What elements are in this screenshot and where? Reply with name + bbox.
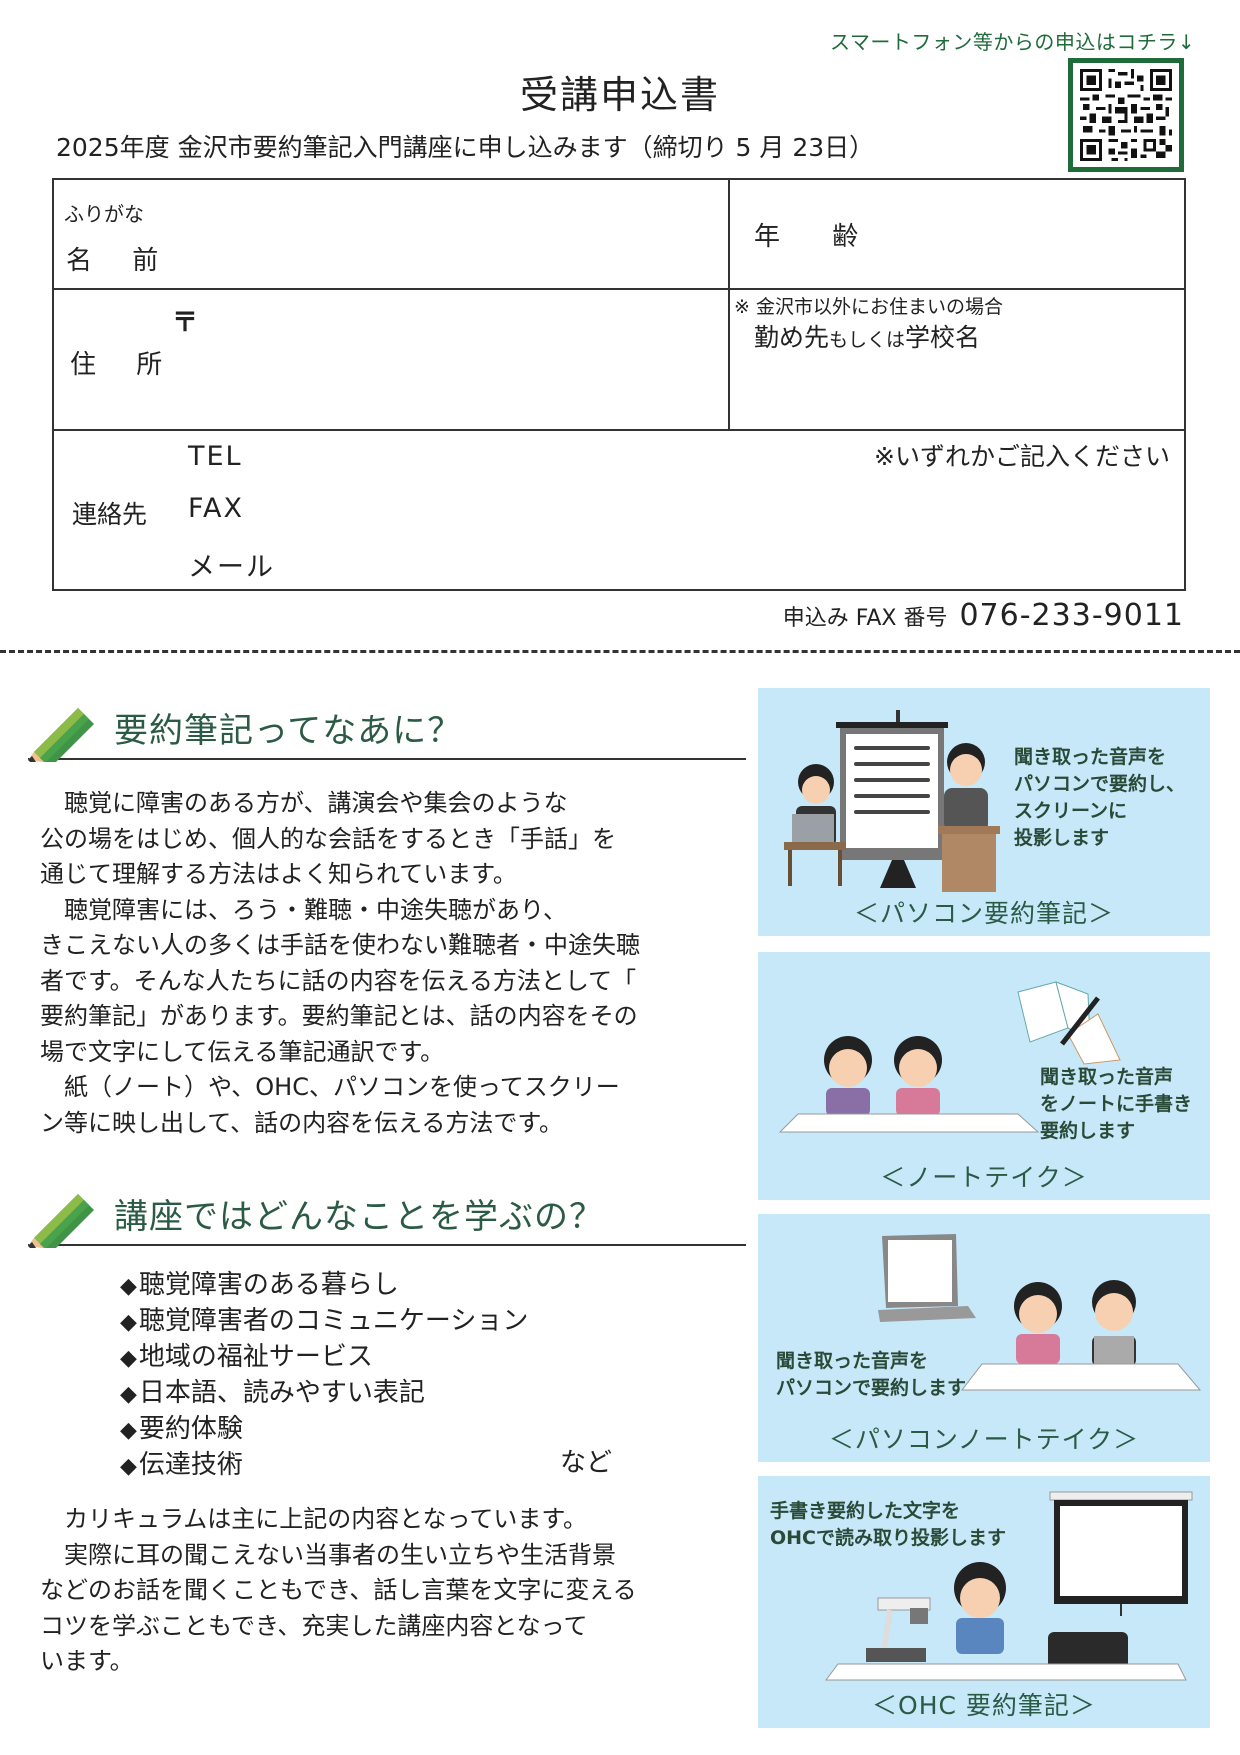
diamond-bullet-icon: ◆ [120,1382,137,1407]
contact-fax-label: FAX [188,493,245,524]
topic-text: 日本語、読みやすい表記 [138,1378,425,1408]
topic-text: 要約体験 [138,1414,243,1444]
panel-description: 手書き要約した文字を OHCで読み取り投影します [770,1500,1006,1549]
application-fax-number: 申込み FAX 番号 076-233-9011 [783,598,1184,633]
list-item: ◆地域の福祉サービス [120,1340,640,1376]
list-item: ◆伝達技術 [120,1448,640,1484]
pencil-icon [28,708,94,762]
panel-description: 聞き取った音声を パソコンで要約します [776,1350,967,1399]
section-paragraph: 聴覚に障害のある方が、講演会や集会のような 公の場をはじめ、個人的な会話をすると… [40,789,640,1137]
panel-pc-note-take: 聞き取った音声を パソコンで要約します ＜パソコンノートテイク＞ [758,1214,1210,1462]
note-taking-illustration-icon [778,981,1121,1133]
list-item: ◆聴覚障害者のコミュニケーション [120,1304,640,1340]
topic-text: 聴覚障害者のコミュニケーション [138,1306,529,1336]
qr-code-icon[interactable] [1068,58,1184,172]
diamond-bullet-icon: ◆ [120,1346,137,1371]
workplace-label: 勤め先もしくは学校名 [754,318,980,354]
outside-resident-note: ※ 金沢市以外にお住まいの場合 [734,296,1003,318]
fax-label: 申込み FAX 番号 [782,606,948,631]
address-field[interactable]: 〒 住 所 [54,290,730,429]
topic-text: 聴覚障害のある暮らし [138,1270,399,1300]
contact-label: 連絡先 [72,500,148,529]
topic-list: ◆聴覚障害のある暮らし ◆聴覚障害者のコミュニケーション ◆地域の福祉サービス … [120,1268,640,1484]
address-row: 〒 住 所 ※ 金沢市以外にお住まいの場合 勤め先もしくは学校名 [54,290,1184,431]
diamond-bullet-icon: ◆ [120,1310,137,1335]
application-form: ふりがな 名 前 年 齢 〒 住 所 ※ 金沢市以外にお住まいの場合 勤め先もし… [52,178,1186,591]
panel-pc-summary-writing: 聞き取った音声を パソコンで要約し、 スクリーンに 投影します ＜パソコン要約筆… [758,688,1210,936]
list-item: ◆聴覚障害のある暮らし [120,1268,640,1304]
list-item: ◆要約体験 [120,1412,640,1448]
panel-caption: ＜OHC 要約筆記＞ [872,1691,1096,1720]
panel-caption: ＜ノートテイク＞ [880,1163,1088,1192]
topic-text: 地域の福祉サービス [138,1342,373,1372]
section-heading: 講座ではどんなことを学ぶの？ [114,1197,604,1237]
form-subtitle: 2025年度 金沢市要約筆記入門講座に申し込みます（締切り 5 月 23日） [56,133,875,162]
contact-tel-label: TEL [188,441,243,472]
workplace-label-school: 学校名 [905,323,981,352]
name-field[interactable]: ふりがな 名 前 [54,180,730,288]
workplace-label-a: 勤め先 [754,323,830,352]
qr-caption: スマートフォン等からの申込はコチラ↓ [830,30,1196,54]
address-label: 住 所 [70,350,179,380]
topic-text: 伝達技術 [138,1450,243,1480]
age-label: 年 齢 [754,222,881,252]
panel-ohc-summary-writing: 手書き要約した文字を OHCで読み取り投影します ＜OHC 要約筆記＞ [758,1476,1210,1728]
pc-note-taking-illustration-icon [878,1234,1202,1391]
list-item: ◆日本語、読みやすい表記 [120,1376,640,1412]
fax-number-value: 076-233-9011 [959,598,1184,633]
diamond-bullet-icon: ◆ [120,1274,137,1299]
age-field[interactable]: 年 齢 [730,180,1184,288]
panel-caption: ＜パソコン要約筆記＞ [853,899,1114,928]
name-label: 名 前 [66,246,175,276]
name-age-row: ふりがな 名 前 年 齢 [54,180,1184,290]
panel-caption: ＜パソコンノートテイク＞ [828,1425,1140,1454]
curriculum-paragraph: カリキュラムは主に上記の内容となっています。 実際に耳の聞こえない当事者の生い立… [40,1505,637,1675]
contact-row[interactable]: ※いずれかご記入ください 連絡先 TEL FAX メール [54,431,1184,589]
section-what-you-learn: 講座ではどんなことを学ぶの？ [28,1186,746,1248]
postal-mark-icon: 〒 [172,308,199,338]
workplace-label-or: もしくは [829,329,906,351]
form-title: 受講申込書 [519,73,720,117]
diamond-bullet-icon: ◆ [120,1418,137,1443]
contact-mail-label: メール [188,552,275,583]
panel-note-take: 聞き取った音声 をノートに手書き 要約します ＜ノートテイク＞ [758,952,1210,1200]
section-what-is-summary-writing: 要約筆記ってなあに？ [28,700,746,762]
ohc-illustration-icon [825,1491,1193,1681]
section-heading: 要約筆記ってなあに？ [114,711,463,751]
panel-description: 聞き取った音声 をノートに手書き 要約します [1040,1066,1193,1142]
presentation-illustration-icon [784,710,1000,892]
etc-label: など [560,1448,613,1478]
contact-note: ※いずれかご記入ください [874,442,1170,471]
pencil-icon [28,1194,94,1248]
workplace-field[interactable]: ※ 金沢市以外にお住まいの場合 勤め先もしくは学校名 [730,290,1184,429]
cut-line-divider [0,650,1240,653]
panel-description: 聞き取った音声を パソコンで要約し、 スクリーンに 投影します [1014,746,1186,849]
furigana-label: ふりがな [64,202,144,226]
diamond-bullet-icon: ◆ [120,1454,137,1479]
